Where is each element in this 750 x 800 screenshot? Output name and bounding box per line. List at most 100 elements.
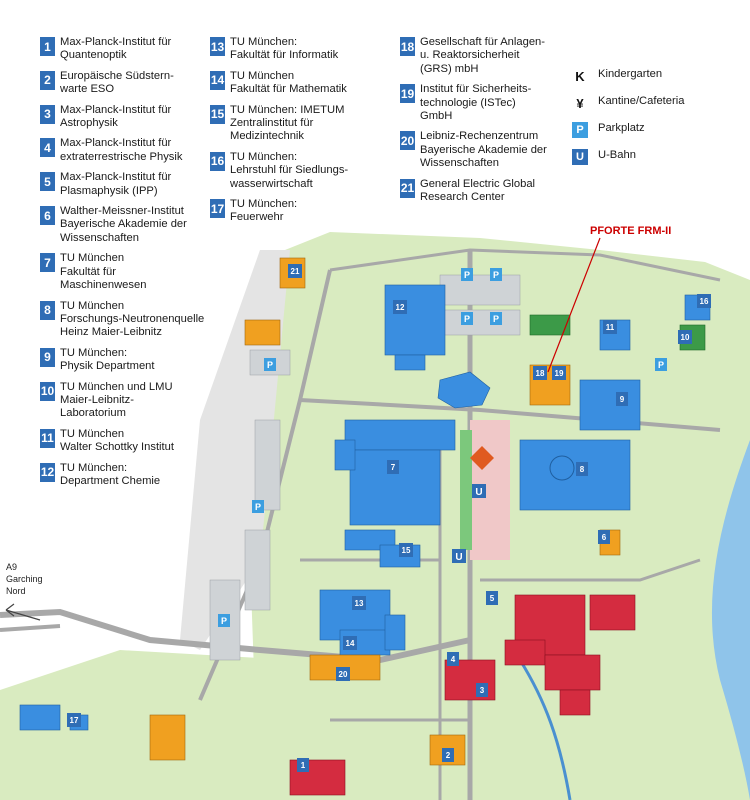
legend-entry-line: Quantenoptik	[60, 49, 127, 62]
legend-entry-line: u. Reaktorsicherheit	[420, 49, 520, 62]
legend-entry-line: Max-Planck-Institut für	[60, 171, 172, 184]
svg-text:3: 3	[480, 686, 485, 695]
legend-entry-line: Physik Department	[60, 360, 155, 373]
svg-text:P: P	[255, 502, 261, 512]
building-number-badge: 10	[40, 381, 55, 401]
building-number-badge: 12	[40, 462, 55, 482]
svg-text:12: 12	[396, 303, 405, 312]
parking-fields	[209, 274, 521, 661]
building-number-badge: 8	[40, 300, 55, 320]
kindergarten-icon: K	[575, 68, 585, 84]
marker-9: 9	[616, 392, 628, 406]
legend-entry-line: TU München	[60, 252, 125, 265]
highway-label-a9: A9	[6, 562, 17, 572]
legend-symbol-label: Kindergarten	[598, 68, 663, 80]
marker-11: 11	[603, 320, 617, 334]
marker-3: 3	[476, 683, 488, 697]
marker-20: 20	[336, 667, 350, 681]
svg-text:20: 20	[339, 670, 348, 679]
svg-text:U: U	[455, 552, 462, 563]
marker-18: 18	[533, 366, 547, 380]
legend-entry-line: Astrophysik	[60, 117, 118, 130]
building-number-badge: 2	[40, 70, 55, 90]
highway-label-nord: Nord	[6, 586, 26, 596]
svg-text:P: P	[658, 360, 664, 370]
legend-symbol-kindergarten: K Kindergarten	[572, 68, 747, 84]
legend-entry-line: wasserwirtschaft	[230, 177, 313, 190]
marker-6: 6	[598, 530, 610, 544]
svg-text:P: P	[221, 616, 227, 626]
svg-text:P: P	[493, 314, 499, 324]
building-number-badge: 16	[210, 151, 225, 171]
legend-entry-line: TU München:	[230, 36, 298, 48]
legend-entry-line: (GRS) mbH	[420, 62, 479, 75]
highway-arrow-icon	[5, 603, 41, 621]
legend-symbol-cafeteria: ¥Kantine/Cafeteria	[572, 95, 747, 111]
legend-entry-line: General Electric Global	[420, 177, 536, 190]
svg-text:10: 10	[681, 333, 690, 342]
svg-text:14: 14	[346, 639, 355, 648]
building-number-markers: 1 2 3 4 5 6 7 8 9 10 11 12 13 14 15 16 1…	[67, 264, 711, 772]
frm2-reactor	[549, 455, 575, 481]
svg-text:7: 7	[391, 463, 396, 472]
building-number-badge: 21	[400, 178, 415, 198]
marker-5: 5	[486, 591, 498, 605]
marker-8: 8	[576, 462, 588, 476]
marker-15: 15	[399, 543, 413, 557]
legend-entry-line: Bayerische Akademie der	[420, 143, 547, 156]
legend-entry-line: TU München und LMU	[60, 380, 173, 393]
cafeteria-icon: ¥	[576, 95, 584, 111]
legend-entry-line: Laboratorium	[60, 407, 126, 420]
marker-17: 17	[67, 713, 81, 727]
svg-text:11: 11	[606, 323, 615, 332]
marker-4: 4	[447, 652, 459, 666]
svg-text:13: 13	[355, 599, 364, 608]
legend-entry-line: TU München	[230, 69, 295, 82]
pforte-pointer-line	[547, 237, 601, 373]
legend-entry-text: TU München:Feuerwehr	[230, 198, 297, 225]
legend-entry-text: Institut für Sicherheits-technologie (IS…	[420, 83, 531, 123]
marker-13: 13	[352, 596, 366, 610]
legend-entry-line: Gesellschaft für Anlagen-	[420, 36, 545, 48]
legend-entry-line: Institut für Sicherheits-	[420, 83, 532, 96]
legend-entry-line: Medizintechnik	[230, 130, 304, 143]
building-number-badge: 4	[40, 138, 55, 158]
legend-entry-line: TU München: IMETUM	[230, 103, 345, 116]
svg-text:4: 4	[451, 655, 456, 664]
svg-text:2: 2	[446, 751, 451, 760]
svg-text:P: P	[267, 360, 273, 370]
legend-entry-line: Heinz Maier-Leibnitz	[60, 326, 162, 339]
svg-text:19: 19	[555, 369, 564, 378]
svg-text:1: 1	[301, 761, 306, 770]
svg-text:18: 18	[536, 369, 545, 378]
legend-entry-line: warte ESO	[60, 83, 115, 96]
legend-entry-line: Department Chemie	[60, 474, 161, 487]
legend-entry-line: Forschungs-Neutronenquelle	[60, 312, 205, 325]
building-number-badge: 19	[400, 84, 415, 104]
canal	[518, 659, 572, 800]
svg-text:P: P	[464, 270, 470, 280]
legend-symbol-label: Parkplatz	[598, 122, 645, 134]
building-number-badge: 3	[40, 104, 55, 124]
legend-entry-line: GmbH	[420, 110, 453, 123]
pforte-label: PFORTE FRM-II	[590, 225, 671, 237]
